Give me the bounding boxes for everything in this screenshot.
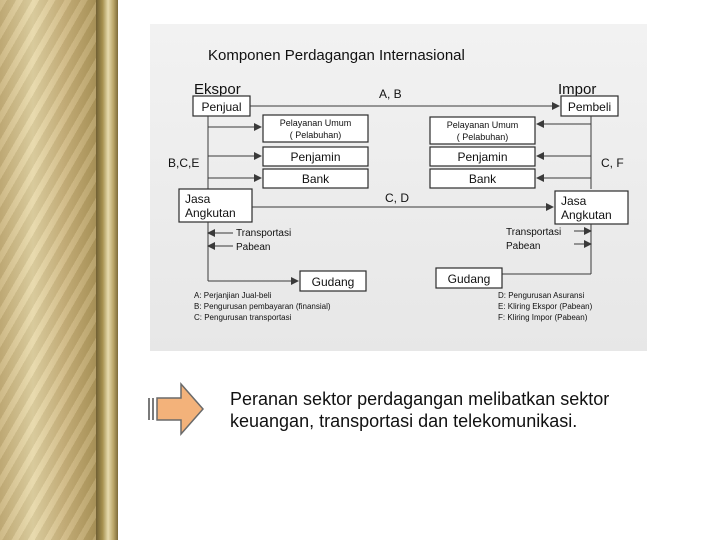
left-carrier-line2: Angkutan: [185, 206, 236, 220]
diagram-title: Komponen Perdagangan Internasional: [208, 47, 465, 64]
trade-components-diagram: Komponen Perdagangan Internasional Ekspo…: [150, 24, 647, 351]
right-guarantor-label: Penjamin: [457, 150, 507, 164]
seller-label: Penjual: [201, 100, 241, 114]
right-customs-label: Pabean: [506, 241, 540, 252]
right-bank-label: Bank: [469, 172, 497, 186]
left-port-service-line1: Pelayanan Umum: [280, 118, 352, 128]
diagram-canvas: Komponen Perdagangan Internasional Ekspo…: [150, 24, 647, 351]
flow-label-c-f: C, F: [601, 156, 624, 170]
right-arrow-icon: [145, 378, 207, 440]
left-warehouse-label: Gudang: [312, 275, 355, 289]
legend-b: B: Pengurusan pembayaran (finansial): [194, 302, 331, 311]
left-carrier-line1: Jasa: [185, 192, 211, 206]
legend-a: A: Perjanjian Jual-beli: [194, 291, 272, 300]
left-transport-label: Transportasi: [236, 228, 291, 239]
right-transport-label: Transportasi: [506, 227, 561, 238]
flow-label-c-d: C, D: [385, 191, 409, 205]
legend-c: C: Pengurusan transportasi: [194, 313, 292, 322]
legend-d: D: Pengurusan Asuransi: [498, 291, 584, 300]
decorative-side-edge: [96, 0, 118, 540]
right-carrier-line1: Jasa: [561, 194, 587, 208]
legend-e: E: Kliring Ekspor (Pabean): [498, 302, 593, 311]
left-port-service-line2: ( Pelabuhan): [290, 130, 342, 140]
flow-label-a-b: A, B: [379, 87, 402, 101]
caption-text: Peranan sektor perdagangan melibatkan se…: [230, 388, 690, 432]
flow-label-b-c-e: B,C,E: [168, 156, 199, 170]
right-port-service-line1: Pelayanan Umum: [447, 120, 519, 130]
legend-f: F: Kliring Impor (Pabean): [498, 313, 588, 322]
left-bank-label: Bank: [302, 172, 330, 186]
right-port-service-line2: ( Pelabuhan): [457, 132, 509, 142]
left-guarantor-label: Penjamin: [290, 150, 340, 164]
left-customs-label: Pabean: [236, 242, 270, 253]
buyer-label: Pembeli: [568, 100, 611, 114]
right-warehouse-label: Gudang: [448, 272, 491, 286]
right-carrier-line2: Angkutan: [561, 208, 612, 222]
